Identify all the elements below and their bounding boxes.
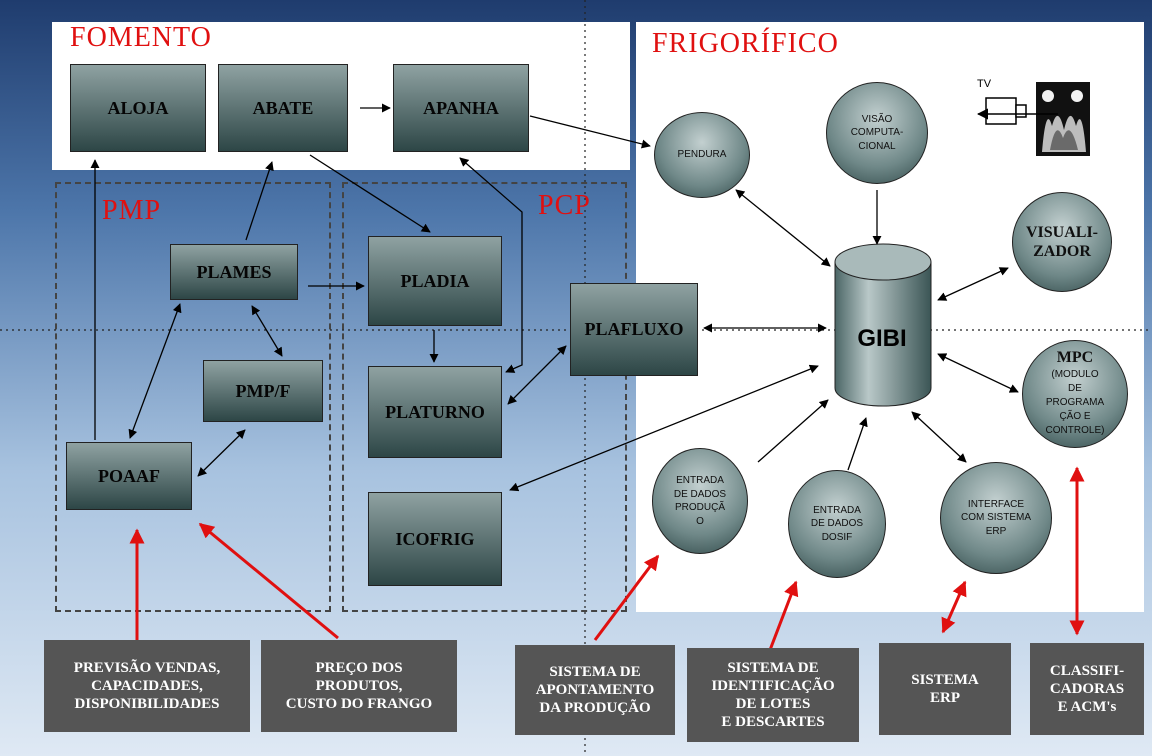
platurno-box[interactable]: PLATURNO	[368, 366, 502, 458]
interface-erp-circle[interactable]: INTERFACE COM SISTEMA ERP	[940, 462, 1052, 574]
pmp-region	[55, 182, 331, 612]
visao-computacional-circle[interactable]: VISÃO COMPUTA- CIONAL	[826, 82, 928, 184]
plafluxo-box[interactable]: PLAFLUXO	[570, 283, 698, 376]
apanha-box[interactable]: APANHA	[393, 64, 529, 152]
pendura-circle[interactable]: PENDURA	[654, 112, 750, 198]
sistema-apontamento-box[interactable]: SISTEMA DE APONTAMENTO DA PRODUÇÃO	[515, 645, 675, 735]
abate-box[interactable]: ABATE	[218, 64, 348, 152]
poaaf-box[interactable]: POAAF	[66, 442, 192, 510]
pmpf-box[interactable]: PMP/F	[203, 360, 323, 422]
preco-produtos-box[interactable]: PREÇO DOS PRODUTOS, CUSTO DO FRANGO	[261, 640, 457, 732]
sistema-identificacao-box[interactable]: SISTEMA DE IDENTIFICAÇÃO DE LOTES E DESC…	[687, 648, 859, 742]
gibi-label: GIBI	[857, 325, 907, 352]
aloja-box[interactable]: ALOJA	[70, 64, 206, 152]
mpc-title: MPC	[1056, 349, 1094, 366]
pcp-title: PCP	[538, 190, 591, 221]
classificadoras-box[interactable]: CLASSIFI- CADORAS E ACM's	[1030, 643, 1144, 735]
previsao-vendas-box[interactable]: PREVISÃO VENDAS, CAPACIDADES, DISPONIBIL…	[44, 640, 250, 732]
mpc-subtitle: (MODULO DE PROGRAMA ÇÃO E CONTROLE)	[1045, 369, 1105, 436]
frigorifico-title: FRIGORÍFICO	[652, 28, 839, 59]
fomento-title: FOMENTO	[70, 22, 212, 53]
pmp-title: PMP	[102, 195, 162, 226]
tv-label: TV	[977, 78, 992, 90]
mpc-circle[interactable]: MPC (MODULO DE PROGRAMA ÇÃO E CONTROLE)	[1022, 340, 1128, 448]
plames-box[interactable]: PLAMES	[170, 244, 298, 300]
icofrig-box[interactable]: ICOFRIG	[368, 492, 502, 586]
visualizador-circle[interactable]: VISUALI- ZADOR	[1012, 192, 1112, 292]
sistema-erp-box[interactable]: SISTEMA ERP	[879, 643, 1011, 735]
